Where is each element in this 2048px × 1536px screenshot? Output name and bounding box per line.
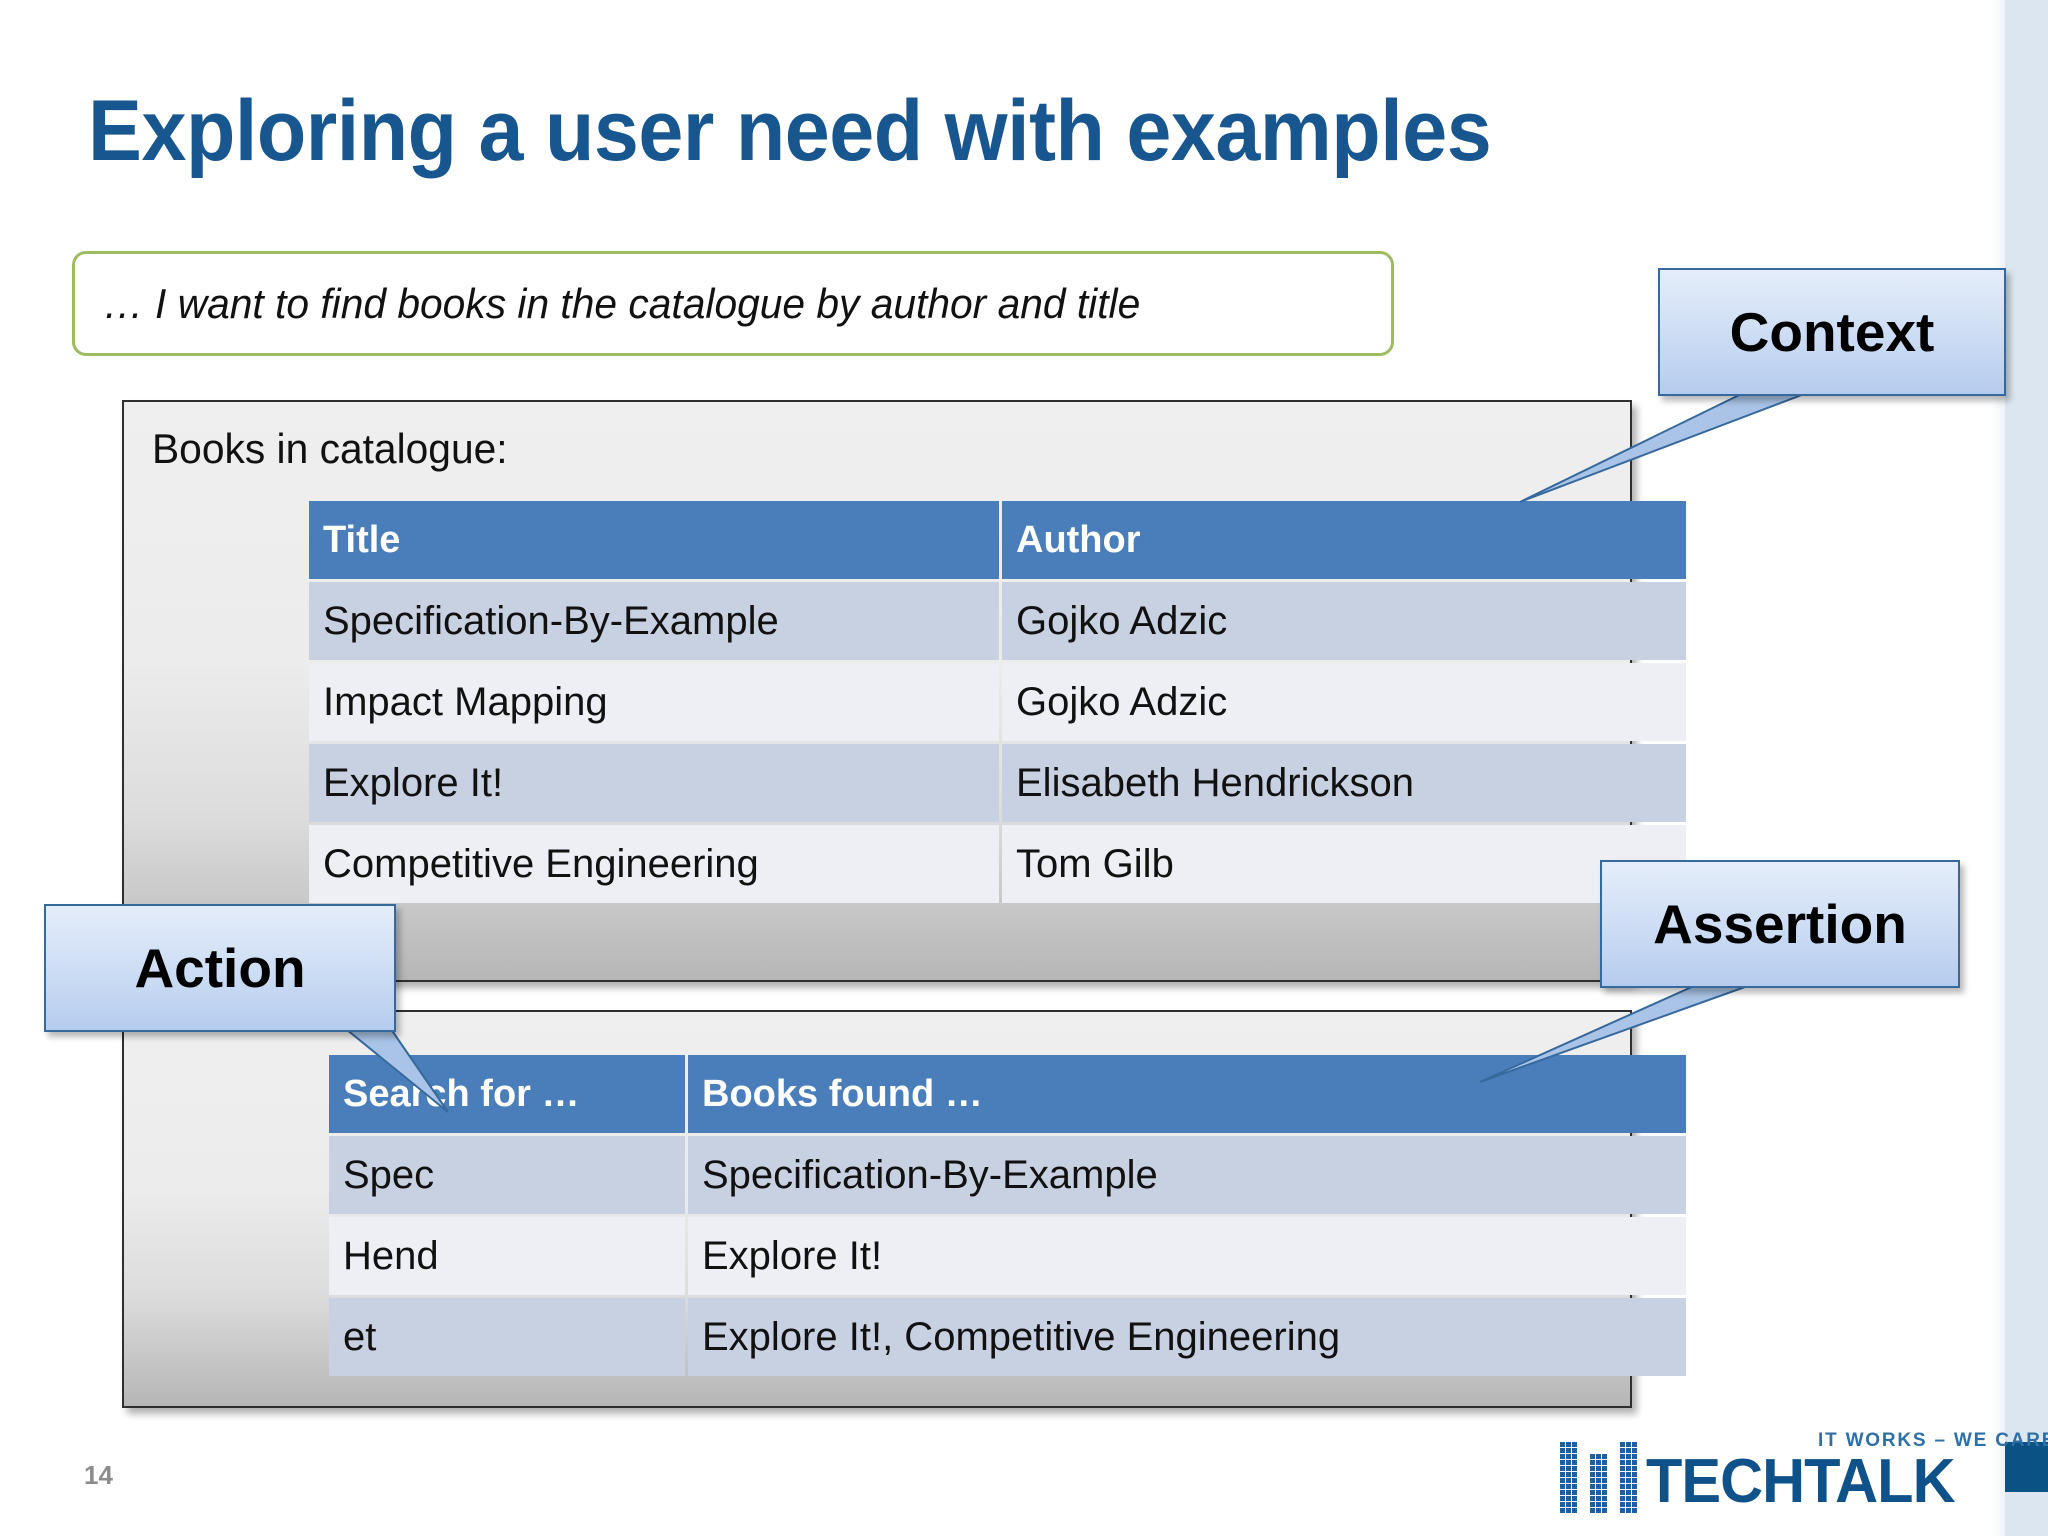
- examples-table: Search for … Books found … Spec Specific…: [326, 1052, 1689, 1379]
- cell-author: Elisabeth Hendrickson: [1002, 744, 1686, 822]
- callout-context-label: Context: [1729, 301, 1935, 363]
- right-edge-blue-band: [2005, 0, 2048, 1536]
- column-header-author[interactable]: Author: [1002, 501, 1686, 579]
- table-row[interactable]: Explore It! Elisabeth Hendrickson: [309, 744, 1686, 822]
- callout-context[interactable]: Context: [1658, 268, 2006, 396]
- table-header-row: Search for … Books found …: [329, 1055, 1686, 1133]
- cell-books-found: Explore It!, Competitive Engineering: [688, 1298, 1686, 1376]
- cell-title: Impact Mapping: [309, 663, 999, 741]
- cell-title: Competitive Engineering: [309, 825, 999, 903]
- table-row[interactable]: Spec Specification-By-Example: [329, 1136, 1686, 1214]
- catalogue-panel-label: Books in catalogue:: [152, 425, 508, 472]
- techtalk-logo: IT WORKS – WE CARE TECHTALK: [1560, 1430, 2048, 1522]
- cell-books-found: Explore It!: [688, 1217, 1686, 1295]
- techtalk-pixel-mark-icon: [1560, 1442, 1637, 1513]
- column-header-title[interactable]: Title: [309, 501, 999, 579]
- logo-wordmark: TECHTALK: [1646, 1447, 1956, 1516]
- column-header-search-for[interactable]: Search for …: [329, 1055, 685, 1133]
- logo-tagline: IT WORKS – WE CARE: [1818, 1430, 2048, 1451]
- table-row[interactable]: Hend Explore It!: [329, 1217, 1686, 1295]
- cell-title: Explore It!: [309, 744, 999, 822]
- user-need-quote-text: … I want to find books in the catalogue …: [103, 279, 1141, 327]
- table-row[interactable]: et Explore It!, Competitive Engineering: [329, 1298, 1686, 1376]
- column-header-books-found[interactable]: Books found …: [688, 1055, 1686, 1133]
- cell-author: Tom Gilb: [1002, 825, 1686, 903]
- right-edge-dark-block: [2005, 1442, 2048, 1492]
- cell-books-found: Specification-By-Example: [688, 1136, 1686, 1214]
- callout-assertion[interactable]: Assertion: [1600, 860, 1960, 988]
- cell-title: Specification-By-Example: [309, 582, 999, 660]
- right-edge-gradient-band: [1991, 0, 2005, 1536]
- cell-search-term: Hend: [329, 1217, 685, 1295]
- cell-author: Gojko Adzic: [1002, 663, 1686, 741]
- page-title: Exploring a user need with examples: [88, 83, 1492, 179]
- user-need-quote-box: … I want to find books in the catalogue …: [72, 251, 1394, 356]
- table-row[interactable]: Specification-By-Example Gojko Adzic: [309, 582, 1686, 660]
- catalogue-panel: Books in catalogue: Title Author Specifi…: [122, 400, 1686, 982]
- callout-action[interactable]: Action: [44, 904, 396, 1032]
- callout-assertion-label: Assertion: [1653, 893, 1907, 955]
- table-header-row: Title Author: [309, 501, 1686, 579]
- table-row[interactable]: Impact Mapping Gojko Adzic: [309, 663, 1686, 741]
- page-number: 14: [84, 1460, 113, 1490]
- cell-search-term: Spec: [329, 1136, 685, 1214]
- catalogue-table: Title Author Specification-By-Example Go…: [306, 498, 1689, 906]
- cell-author: Gojko Adzic: [1002, 582, 1686, 660]
- examples-panel: Search for … Books found … Spec Specific…: [122, 1010, 1686, 1408]
- table-row[interactable]: Competitive Engineering Tom Gilb: [309, 825, 1686, 903]
- callout-action-label: Action: [134, 937, 306, 999]
- cell-search-term: et: [329, 1298, 685, 1376]
